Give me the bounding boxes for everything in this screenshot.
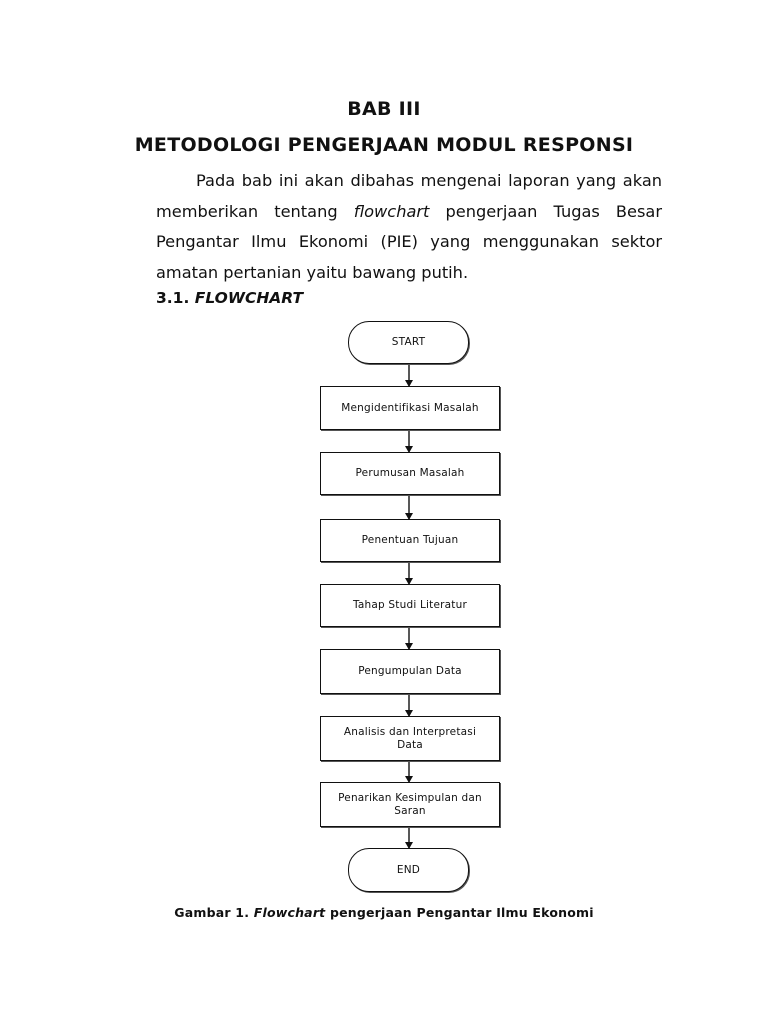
- paragraph-text-end: pengerjaan Tugas Besar Pengantar Ilmu Ek…: [156, 201, 662, 282]
- caption-prefix: Gambar 1.: [174, 905, 250, 920]
- flowchart-step-4: Tahap Studi Literatur: [320, 584, 500, 627]
- flowchart-step-1: Mengidentifikasi Masalah: [320, 386, 500, 430]
- section-title: FLOWCHART: [194, 289, 304, 307]
- caption-italic-term: Flowchart: [253, 905, 326, 920]
- section-heading: 3.1. FLOWCHART: [156, 289, 303, 307]
- paragraph-italic-term: flowchart: [353, 201, 430, 221]
- intro-paragraph: Pada bab ini akan dibahas mengenai lapor…: [156, 166, 662, 288]
- flowchart-start: START: [348, 321, 469, 364]
- caption-rest: pengerjaan Pengantar Ilmu Ekonomi: [329, 905, 594, 920]
- chapter-label: BAB III: [347, 98, 421, 120]
- flowchart-step-6: Analisis dan Interpretasi Data: [320, 716, 500, 761]
- flowchart-end: END: [348, 848, 469, 892]
- flowchart-step-5: Pengumpulan Data: [320, 649, 500, 694]
- chapter-title: METODOLOGI PENGERJAAN MODUL RESPONSI: [134, 134, 634, 156]
- section-number: 3.1.: [156, 289, 190, 307]
- flowchart-step-3: Penentuan Tujuan: [320, 519, 500, 562]
- flowchart-step-7: Penarikan Kesimpulan dan Saran: [320, 782, 500, 827]
- paragraph-text-start: Pada bab ini akan dibahas mengenai lapor…: [156, 171, 662, 221]
- figure-caption: Gambar 1. Flowchart pengerjaan Pengantar…: [0, 905, 768, 920]
- flowchart-step-2: Perumusan Masalah: [320, 452, 500, 495]
